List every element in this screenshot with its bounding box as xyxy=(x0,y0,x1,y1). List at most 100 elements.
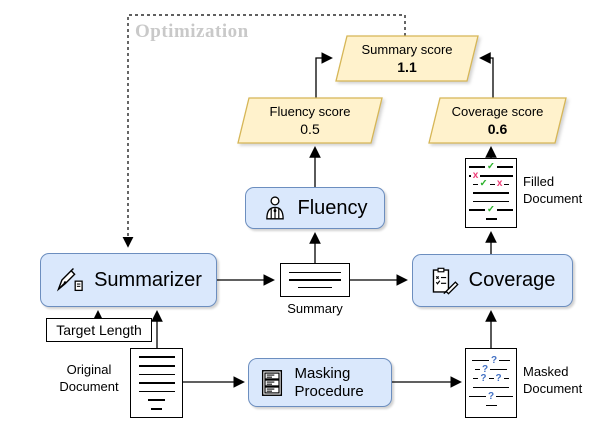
text-line xyxy=(138,356,175,359)
text-line xyxy=(298,286,332,289)
text-line xyxy=(138,365,175,367)
text-line xyxy=(499,359,511,362)
arrow-fluency-score-to-summary-score xyxy=(315,52,333,98)
masked-document-label: Masked Document xyxy=(523,364,583,396)
document-row xyxy=(134,353,179,362)
fluency-score-shape xyxy=(237,97,383,144)
text-line xyxy=(471,359,489,362)
coverage-node-label: Coverage xyxy=(468,269,556,291)
document-row: ✓x xyxy=(469,180,513,189)
summarizer-node: Summarizer xyxy=(40,253,217,307)
text-line xyxy=(469,209,485,211)
text-line xyxy=(472,183,478,186)
summary-document-label: Summary xyxy=(287,301,343,316)
filled-document-label: Filled Document xyxy=(523,174,583,206)
text-line xyxy=(504,183,510,186)
document-row: ? xyxy=(469,392,513,401)
document-row xyxy=(134,370,179,379)
document-row xyxy=(134,379,179,388)
text-line xyxy=(151,407,162,410)
summarizer-node-label: Summarizer xyxy=(94,268,202,291)
document-row xyxy=(134,362,179,371)
question-mark: ? xyxy=(487,392,495,401)
filled-document: ✓x✓x✓ xyxy=(465,158,517,228)
coverage-score-shape xyxy=(428,97,567,144)
target-length-box: Target Length xyxy=(46,318,152,342)
check-mark: ✓ xyxy=(486,162,496,172)
text-line xyxy=(480,175,513,177)
text-line xyxy=(473,386,509,389)
document-row xyxy=(134,396,179,405)
question-mark: ? xyxy=(495,374,502,383)
masking-procedure-node-label: Masking Procedure xyxy=(294,365,364,400)
document-row: ✓ xyxy=(469,163,513,172)
fluency-score-label: Fluency score xyxy=(269,103,351,119)
text-line xyxy=(138,373,175,376)
text-line xyxy=(138,382,175,384)
document-row: ?? xyxy=(469,374,513,383)
checklist-icon xyxy=(432,267,459,295)
text-line xyxy=(469,395,486,398)
coverage-node: Coverage xyxy=(412,254,573,307)
fluency-node: Fluency xyxy=(245,187,385,229)
document-row: ? xyxy=(469,356,513,365)
summary-score-shape xyxy=(335,35,479,82)
document-row xyxy=(469,189,513,198)
document-row xyxy=(134,404,179,413)
arrow-coverage-score-to-summary-score xyxy=(479,52,494,98)
document-row xyxy=(469,214,513,223)
document-row: ✓ xyxy=(469,205,513,215)
document-row xyxy=(287,269,343,276)
text-line xyxy=(485,217,497,220)
text-line xyxy=(138,390,175,393)
document-row xyxy=(469,197,513,206)
question-mark: ? xyxy=(480,374,487,383)
document-row xyxy=(469,383,513,392)
text-line xyxy=(496,395,513,398)
check-mark: ✓ xyxy=(479,180,488,189)
text-line xyxy=(473,377,479,380)
document-row: x xyxy=(469,171,513,181)
fluency-score-value: 0.5 xyxy=(300,121,320,138)
summary-score: Summary score 1.1 xyxy=(336,38,478,80)
text-line xyxy=(497,166,513,169)
masked-document: ????? xyxy=(465,348,517,418)
text-line xyxy=(488,377,494,380)
text-line xyxy=(469,175,471,177)
text-line xyxy=(289,271,341,274)
text-line xyxy=(489,183,495,186)
summary-document xyxy=(280,263,350,297)
question-mark: ? xyxy=(490,356,498,365)
text-line xyxy=(469,166,485,169)
fluency-node-label: Fluency xyxy=(297,196,368,219)
optimization-label: Optimization xyxy=(135,21,249,42)
question-mark: ? xyxy=(481,365,489,374)
document-row xyxy=(287,284,343,291)
fluency-score: Fluency score 0.5 xyxy=(238,100,382,142)
summary-score-value: 1.1 xyxy=(397,59,417,76)
coverage-score: Coverage score 0.6 xyxy=(429,100,566,142)
text-line xyxy=(473,200,509,203)
coverage-score-label: Coverage score xyxy=(451,103,544,119)
referee-icon xyxy=(266,196,285,220)
original-document-label: Original Document xyxy=(59,362,119,394)
text-line xyxy=(473,192,509,194)
document-row: ? xyxy=(469,365,513,374)
original-document xyxy=(130,348,183,418)
masking-procedure-node: Masking Procedure xyxy=(248,358,392,407)
text-line xyxy=(474,368,480,371)
document-row xyxy=(469,401,513,410)
text-line xyxy=(490,368,508,371)
coverage-score-value: 0.6 xyxy=(487,121,508,138)
text-line xyxy=(503,377,509,380)
pen-icon xyxy=(56,267,83,292)
document-row xyxy=(134,387,179,396)
text-line xyxy=(485,404,497,407)
text-line xyxy=(148,399,165,401)
cross-mark: x xyxy=(496,180,503,189)
cross-mark: x xyxy=(472,171,479,181)
check-mark: ✓ xyxy=(486,205,496,215)
summary-score-label: Summary score xyxy=(361,41,453,57)
